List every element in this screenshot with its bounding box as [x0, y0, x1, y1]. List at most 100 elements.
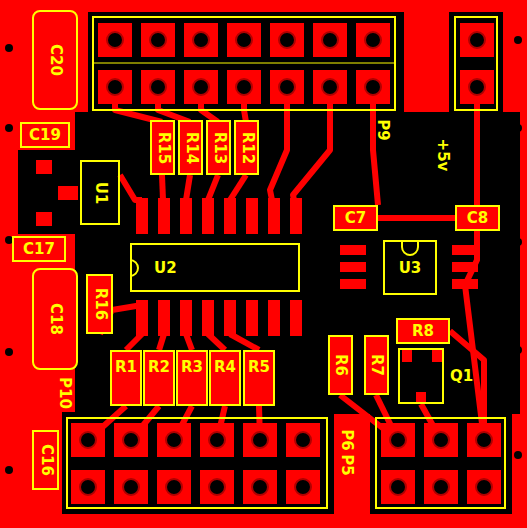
component-outline: R12	[234, 120, 259, 175]
pad	[141, 70, 175, 104]
drill-hole	[209, 432, 225, 448]
pad	[71, 470, 105, 504]
part-label: C20	[48, 44, 63, 76]
drill-hole	[193, 79, 209, 95]
silkscreen	[67, 17, 505, 508]
connector-label: +5v	[435, 139, 450, 172]
drill-hole	[295, 432, 311, 448]
part-label: R12	[239, 131, 254, 163]
component-outline: R15	[150, 120, 175, 175]
smd-pad	[452, 245, 478, 255]
component-outline: R3	[176, 350, 208, 406]
part-label: Q1	[450, 369, 473, 384]
pad	[243, 423, 277, 457]
component-outline: C8	[455, 205, 500, 231]
pad	[184, 23, 218, 57]
connector-label: P5	[339, 454, 354, 475]
smd-pad	[340, 262, 366, 272]
pad	[184, 70, 218, 104]
drill-hole	[322, 32, 338, 48]
drill-hole	[80, 479, 96, 495]
smd-pad	[268, 198, 280, 234]
drill-hole	[236, 32, 252, 48]
connector-label: P6	[339, 429, 354, 450]
part-label: R3	[181, 360, 203, 375]
connector-label: P9	[375, 119, 390, 140]
smd-pad	[452, 279, 478, 289]
drill-hole	[476, 432, 492, 448]
pad	[313, 70, 347, 104]
drill-hole	[123, 432, 139, 448]
part-label: U2	[154, 260, 177, 275]
smd-pad	[202, 198, 214, 234]
pad	[467, 470, 501, 504]
drill-hole	[252, 479, 268, 495]
part-label: R16	[92, 288, 107, 320]
pad	[141, 23, 175, 57]
drill-hole	[469, 79, 485, 95]
part-label: R14	[183, 131, 198, 163]
part-label: R7	[369, 354, 384, 376]
pad	[200, 470, 234, 504]
part-label: R6	[333, 354, 348, 376]
clearance	[5, 12, 522, 514]
drill-hole	[433, 479, 449, 495]
drill-hole	[390, 432, 406, 448]
smd-pad	[136, 198, 148, 234]
part-label: R5	[248, 360, 270, 375]
component-outline: C18	[32, 268, 78, 370]
pad	[270, 70, 304, 104]
component-outline: R14	[178, 120, 203, 175]
part-label: R2	[148, 360, 170, 375]
component-outline: C19	[20, 122, 70, 148]
pad	[227, 23, 261, 57]
smd-pad	[158, 300, 170, 336]
component-outline: R8	[396, 318, 450, 344]
pad	[424, 423, 458, 457]
drill-hole	[433, 432, 449, 448]
pad	[200, 423, 234, 457]
component-outline: C20	[32, 10, 78, 110]
smd-pad	[36, 160, 52, 174]
drill-hole	[209, 479, 225, 495]
pad	[356, 23, 390, 57]
pad	[460, 23, 494, 57]
component-outline: R1	[110, 350, 142, 406]
pad	[381, 423, 415, 457]
connector-label: P10	[57, 377, 72, 409]
smd-pad	[268, 300, 280, 336]
component-outline: R5	[243, 350, 275, 406]
smd-pad	[432, 350, 442, 362]
part-label: C19	[29, 128, 61, 143]
pad	[270, 23, 304, 57]
part-label: R15	[155, 131, 170, 163]
drill-hole	[279, 32, 295, 48]
smd-pad	[180, 198, 192, 234]
component-outline: C7	[333, 205, 378, 231]
drill-hole	[166, 479, 182, 495]
smd-pad	[290, 198, 302, 234]
component-outline: R7	[364, 335, 389, 395]
pad	[356, 70, 390, 104]
pad	[98, 70, 132, 104]
part-label: U1	[93, 181, 108, 204]
smd-pad	[158, 198, 170, 234]
smd-pad	[136, 300, 148, 336]
drill-hole	[150, 32, 166, 48]
smd-pad	[340, 279, 366, 289]
smd-pad	[402, 350, 412, 362]
part-label: C18	[48, 303, 63, 335]
pad	[286, 470, 320, 504]
part-label: C17	[23, 242, 55, 257]
component-outline: R4	[209, 350, 241, 406]
drill-hole	[476, 479, 492, 495]
smd-pad	[452, 262, 478, 272]
pad	[157, 423, 191, 457]
drill-hole	[107, 79, 123, 95]
component-outline: R16	[86, 274, 113, 334]
smd-pad	[246, 198, 258, 234]
smd-pad	[340, 245, 366, 255]
pad	[114, 423, 148, 457]
drill-hole	[193, 32, 209, 48]
pad	[467, 423, 501, 457]
